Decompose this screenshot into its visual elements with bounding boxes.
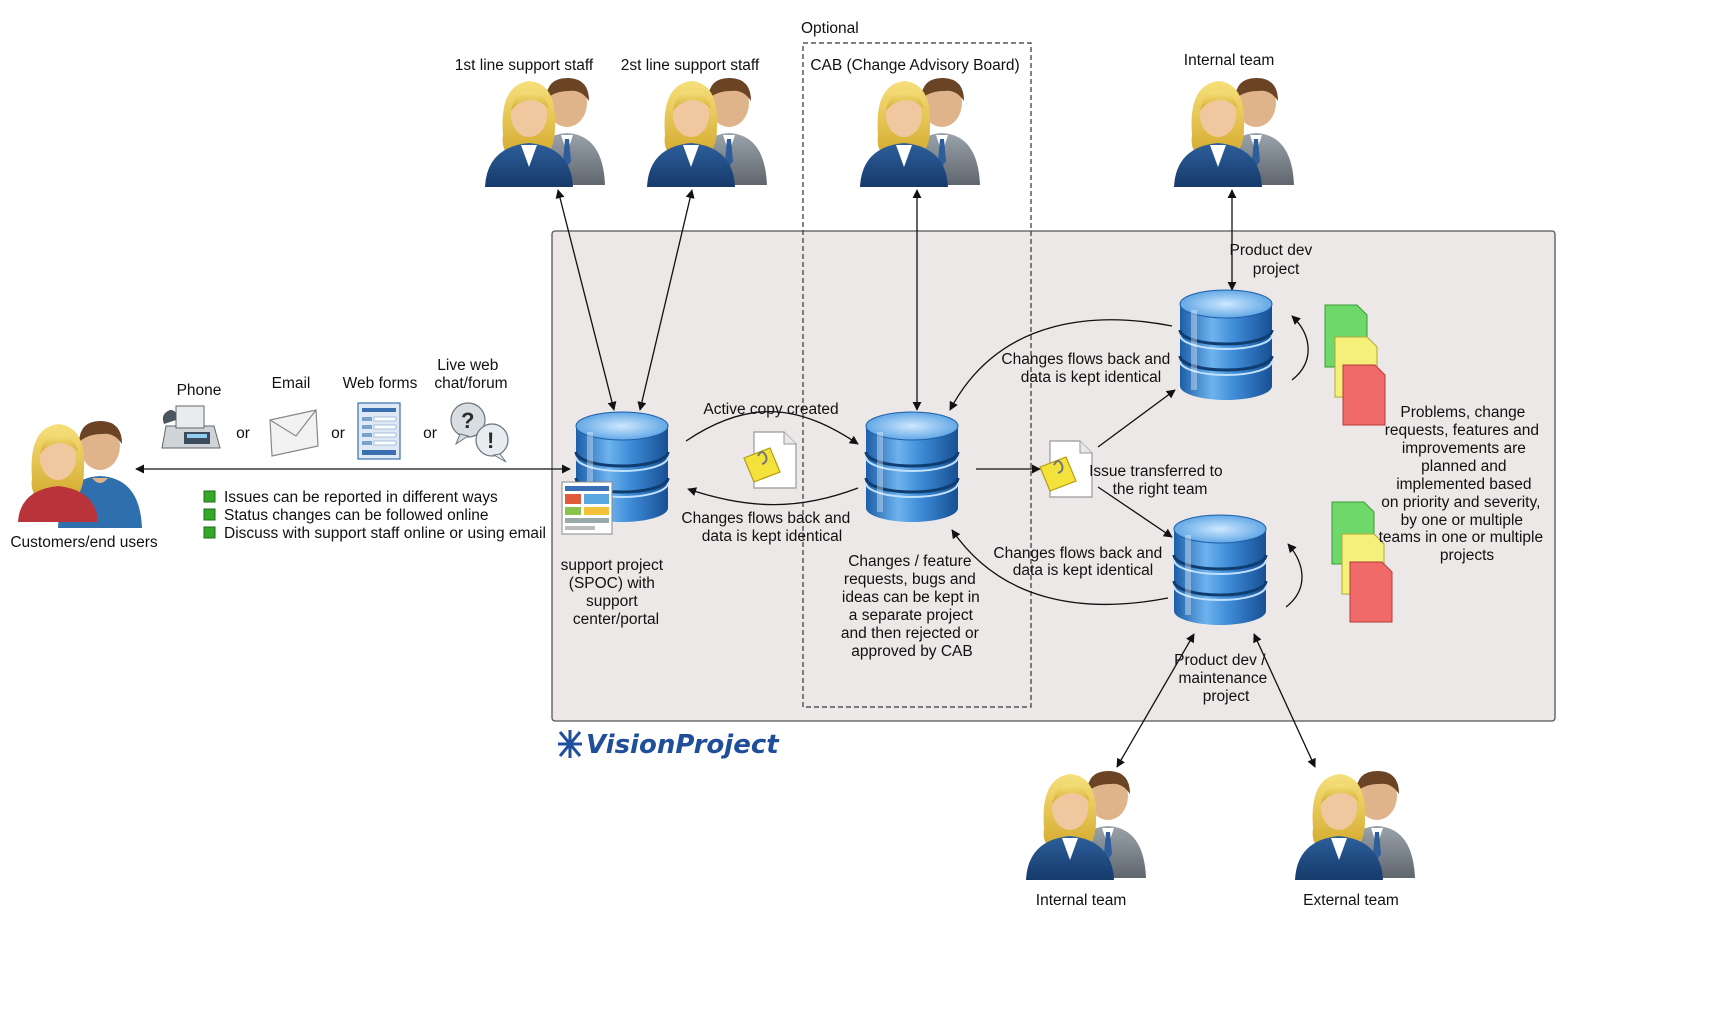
phone-icon — [161, 405, 221, 449]
customers-label: Customers/end users — [10, 534, 158, 551]
internal-team-top-icon — [1174, 77, 1294, 187]
or-label: or — [236, 425, 250, 442]
cab-people-icon — [860, 77, 980, 187]
bullet-text: Status changes can be followed online — [224, 507, 489, 524]
problems-label: Problems, change requests, features and … — [1379, 404, 1548, 564]
changes-back-lower-label: Changes flows back and data is kept iden… — [993, 545, 1166, 579]
changes-back-upper-label: Changes flows back and data is kept iden… — [1001, 351, 1174, 386]
internal-team-top-label: Internal team — [1184, 52, 1274, 69]
maintenance-database-icon — [1174, 515, 1266, 625]
web-form-icon — [357, 402, 401, 460]
external-team-icon — [1295, 770, 1415, 880]
support-project-label: support project (SPOC) with support cent… — [561, 557, 668, 628]
bullet-text: Discuss with support staff online or usi… — [224, 525, 546, 542]
or-label: or — [331, 425, 345, 442]
live-web-label: Live web chat/forum — [434, 357, 507, 392]
bullet-marker — [203, 508, 216, 521]
first-line-staff-icon — [485, 77, 605, 187]
connectors — [135, 189, 1316, 768]
web-forms-label: Web forms — [343, 375, 418, 392]
internal-team-bottom-icon — [1026, 770, 1146, 880]
maintenance-label: Product dev / maintenance project — [1174, 652, 1271, 705]
product-dev-label: Product dev project — [1229, 242, 1316, 278]
svg-text:!: ! — [487, 428, 494, 453]
email-icon — [269, 409, 319, 457]
changes-back-mid-label: Changes flows back and data is kept iden… — [681, 510, 854, 545]
visionproject-logo — [558, 730, 582, 758]
external-team-label: External team — [1303, 892, 1399, 909]
internal-team-bottom-label: Internal team — [1036, 892, 1126, 909]
logo-icon — [558, 730, 582, 758]
phone-label: Phone — [177, 382, 222, 399]
product-dev-database-icon — [1180, 290, 1272, 400]
cab-label: CAB (Change Advisory Board) — [810, 57, 1019, 74]
optional-label: Optional — [801, 20, 859, 37]
customers-icon — [18, 420, 142, 528]
first-line-label: 1st line support staff — [455, 57, 594, 74]
bullet-marker — [203, 526, 216, 539]
chat-icon: ? ! — [450, 402, 509, 463]
optional-region — [802, 42, 1032, 708]
second-line-staff-icon — [647, 77, 767, 187]
svg-text:?: ? — [461, 408, 474, 433]
second-line-label: 2st line support staff — [621, 57, 760, 74]
cab-database-icon — [866, 412, 958, 522]
active-copy-label: Active copy created — [703, 401, 838, 418]
email-label: Email — [272, 375, 311, 392]
issue-transferred-label: Issue transferred to the right team — [1089, 463, 1227, 498]
bullet-marker — [203, 490, 216, 503]
logo-text: VisionProject — [586, 730, 780, 760]
portal-screen-icon — [561, 481, 613, 535]
or-label: or — [423, 425, 437, 442]
bullet-text: Issues can be reported in different ways — [224, 489, 498, 506]
cab-project-label: Changes / feature requests, bugs and ide… — [841, 553, 984, 660]
